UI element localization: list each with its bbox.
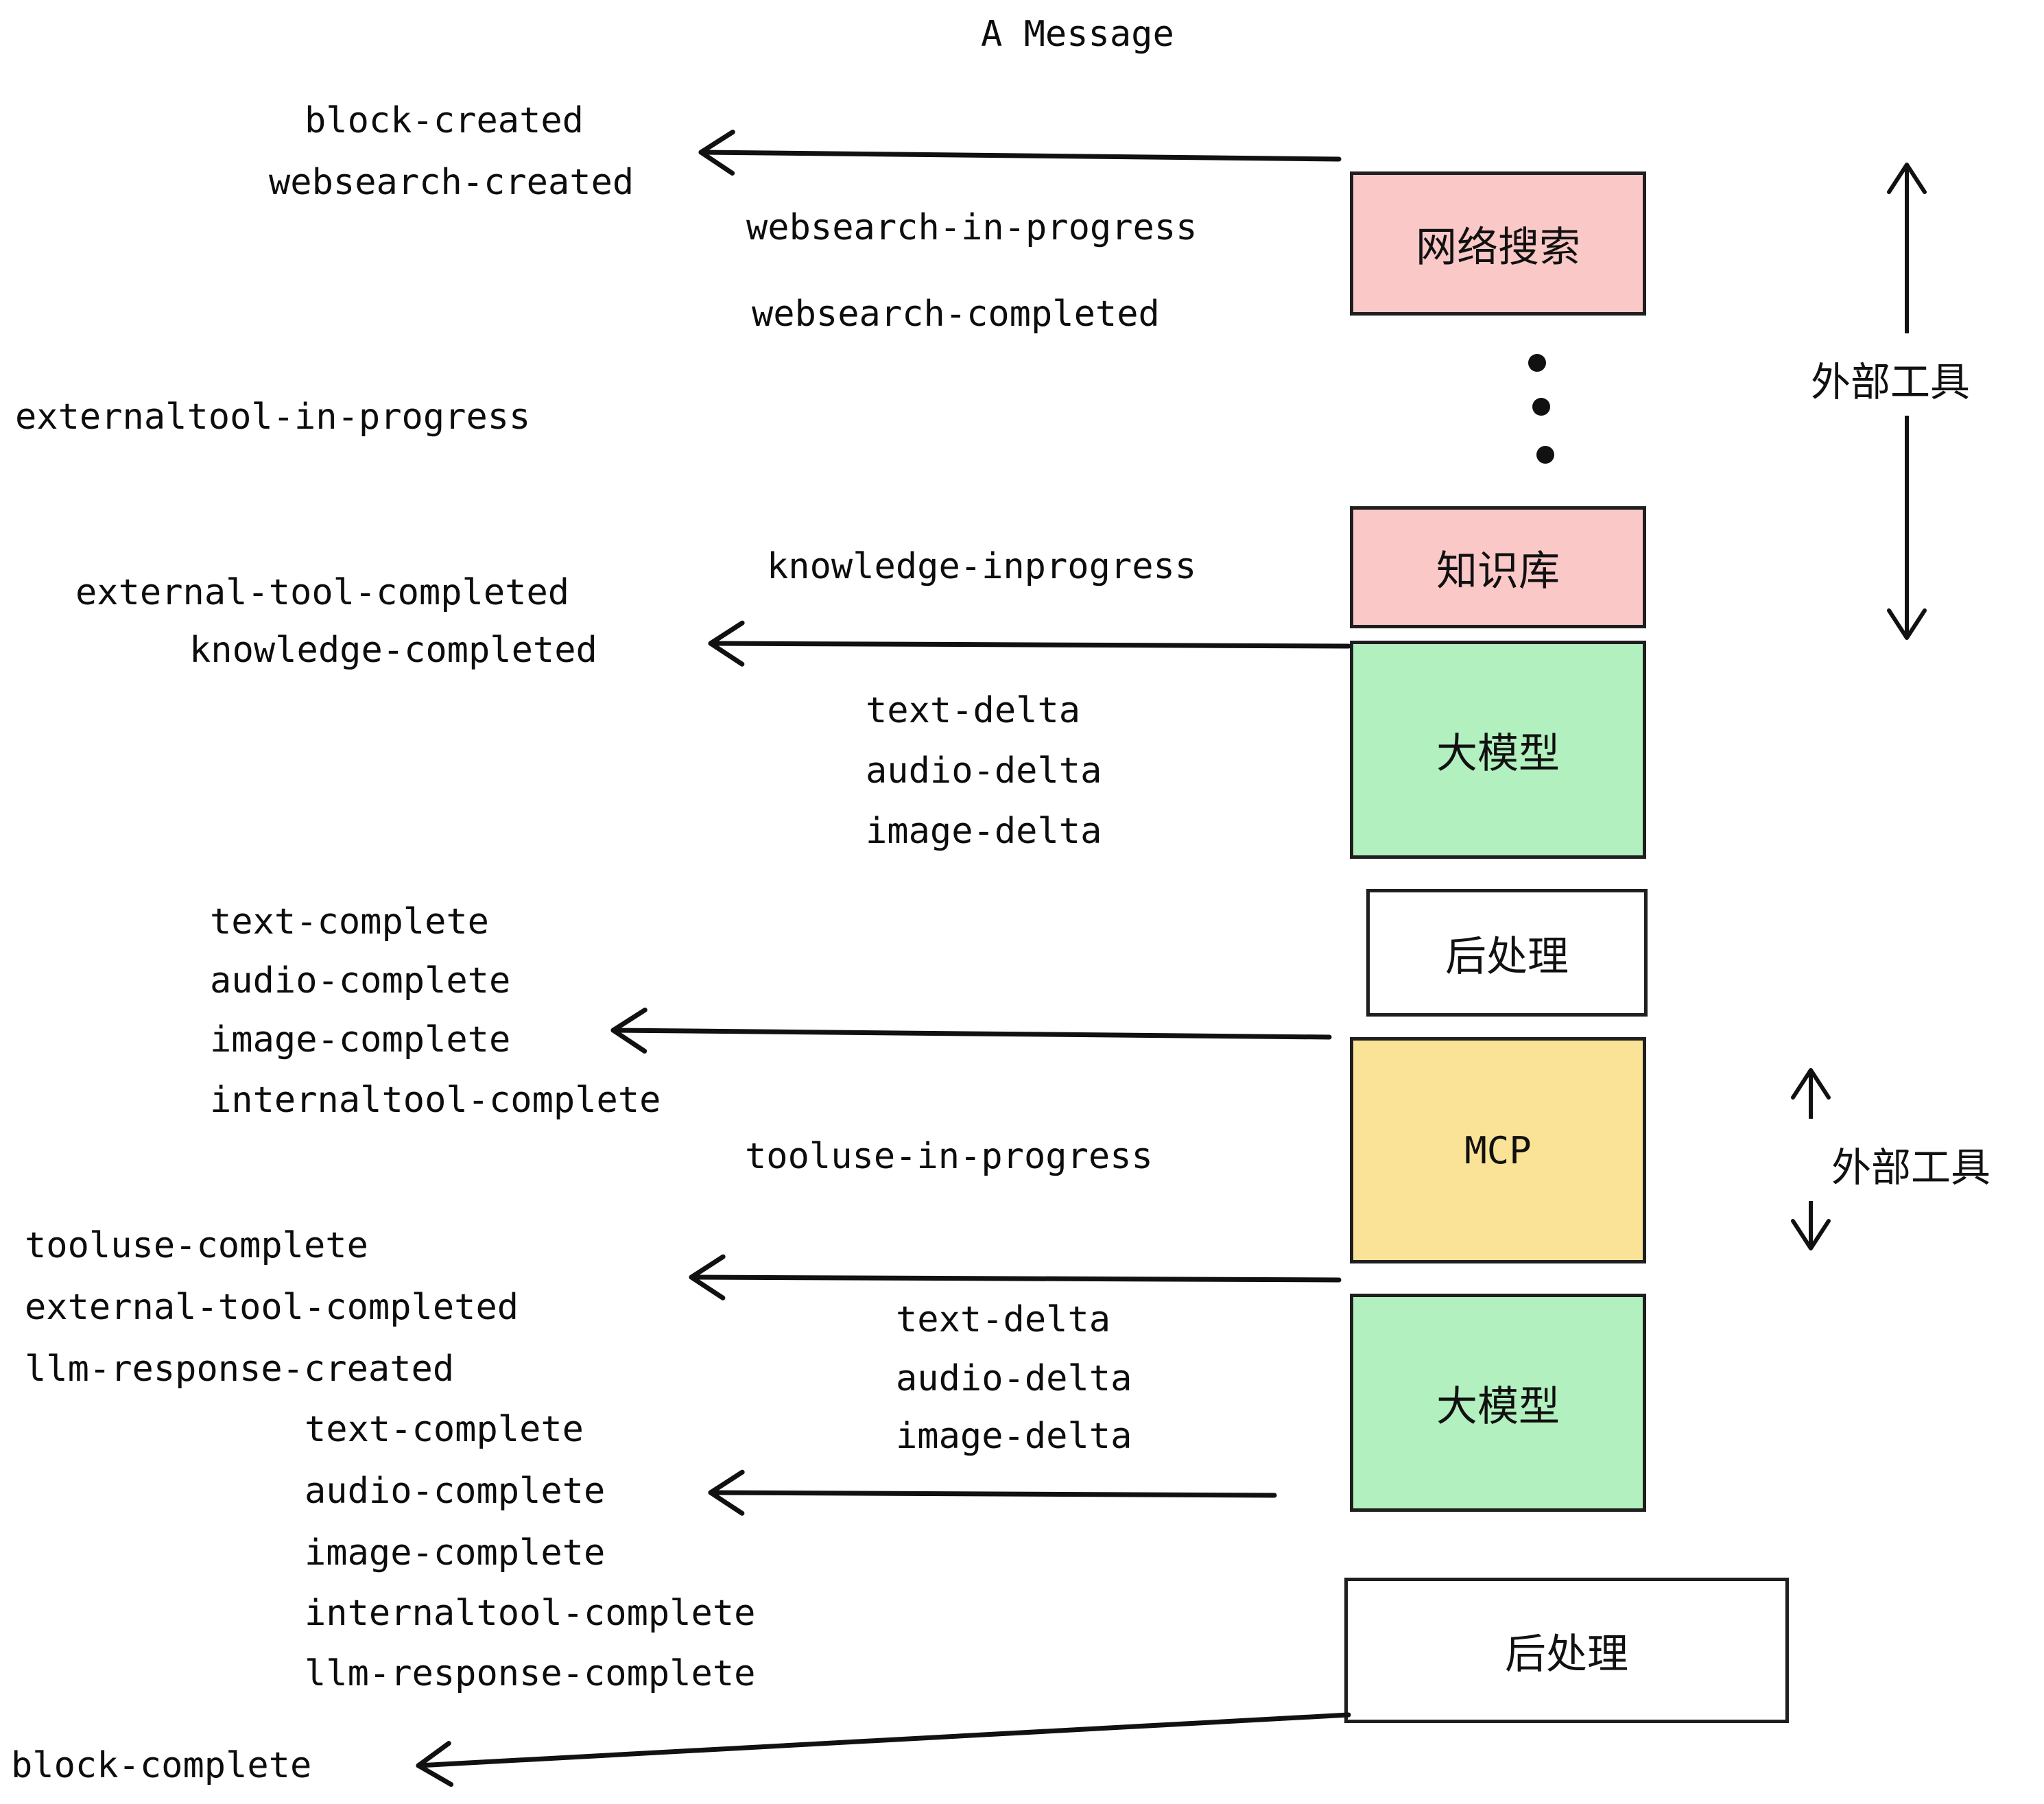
node-label: 网络搜索 <box>1416 223 1580 272</box>
bracket-external-tools-bottom <box>1791 1068 1831 1250</box>
event-label-image-complete-2: image-complete <box>305 1532 606 1574</box>
event-label-tooluse-in-progress: tooluse-in-progress <box>745 1136 1153 1177</box>
node-label: 后处理 <box>1505 1630 1628 1678</box>
event-label-image-complete-1: image-complete <box>210 1019 511 1060</box>
event-label-internaltool-complete-2: internaltool-complete <box>305 1593 756 1634</box>
event-label-text-delta-1: text-delta <box>866 690 1081 731</box>
node-label: 大模型 <box>1436 1382 1560 1431</box>
page-title: A Message <box>981 14 1174 55</box>
node-postprocess-2[interactable]: 后处理 <box>1344 1578 1789 1723</box>
block-complete-arrow <box>416 1712 1351 1787</box>
event-label-llm-response-created: llm-response-created <box>25 1349 455 1390</box>
event-label-image-delta-1: image-delta <box>866 811 1102 852</box>
node-label: MCP <box>1464 1128 1532 1172</box>
ellipsis-dot-2 <box>1532 398 1550 416</box>
audio-complete-arrow <box>708 1469 1277 1516</box>
node-llm-1[interactable]: 大模型 <box>1350 641 1646 859</box>
node-websearch[interactable]: 网络搜索 <box>1350 171 1646 316</box>
event-label-internaltool-complete-1: internaltool-complete <box>210 1080 661 1121</box>
event-label-block-created: block-created <box>305 100 584 141</box>
event-label-knowledge-inprogress: knowledge-inprogress <box>767 546 1197 587</box>
event-label-websearch-completed: websearch-completed <box>752 294 1160 335</box>
event-label-external-tool-completed-1: external-tool-completed <box>75 572 570 613</box>
ellipsis-dot-1 <box>1528 354 1546 372</box>
event-label-llm-response-complete: llm-response-complete <box>305 1653 756 1694</box>
ellipsis-dot-3 <box>1536 446 1554 464</box>
event-label-text-complete-2: text-complete <box>305 1409 584 1450</box>
node-label: 大模型 <box>1436 729 1560 778</box>
event-label-external-tool-completed-2: external-tool-completed <box>25 1287 519 1328</box>
node-postprocess-1[interactable]: 后处理 <box>1366 889 1648 1017</box>
node-label: 后处理 <box>1445 932 1569 981</box>
image-complete-arrow <box>610 1007 1332 1054</box>
event-label-text-complete-1: text-complete <box>210 901 489 942</box>
event-label-tooluse-complete: tooluse-complete <box>25 1225 368 1266</box>
event-label-websearch-created: websearch-created <box>269 162 634 203</box>
event-label-text-delta-2: text-delta <box>896 1299 1111 1340</box>
knowledge-completed-arrow <box>708 620 1351 667</box>
event-label-audio-delta-1: audio-delta <box>866 750 1102 792</box>
node-label: 知识库 <box>1436 547 1560 595</box>
group-label-external-tools-bottom: 外部工具 <box>1831 1144 1991 1191</box>
event-label-websearch-in-progress: websearch-in-progress <box>746 207 1198 248</box>
group-label-external-tools-top: 外部工具 <box>1811 359 1971 405</box>
node-mcp[interactable]: MCP <box>1350 1037 1646 1263</box>
tooluse-complete-arrow <box>689 1254 1342 1301</box>
event-label-knowledge-completed: knowledge-completed <box>189 630 597 671</box>
node-llm-2[interactable]: 大模型 <box>1350 1294 1646 1512</box>
event-label-image-delta-2: image-delta <box>896 1416 1132 1457</box>
event-label-externaltool-in-progress: externaltool-in-progress <box>15 396 531 438</box>
event-label-block-complete: block-complete <box>11 1745 312 1786</box>
event-label-audio-delta-2: audio-delta <box>896 1358 1132 1399</box>
block-created-arrow <box>698 129 1342 176</box>
event-label-audio-complete-1: audio-complete <box>210 960 511 1001</box>
node-knowledge[interactable]: 知识库 <box>1350 506 1646 628</box>
event-label-audio-complete-2: audio-complete <box>305 1471 606 1512</box>
